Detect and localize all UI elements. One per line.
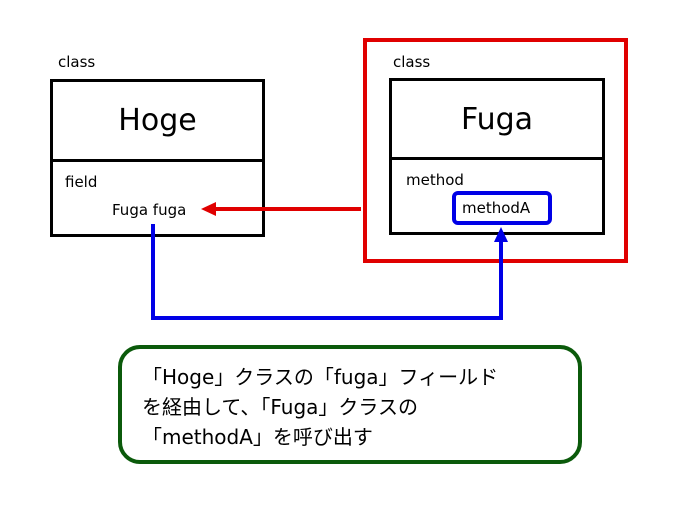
hoge-class-divider: [53, 159, 262, 162]
note-line-2: を経由して、「Fuga」クラスの: [142, 395, 419, 419]
hoge-field-fuga: Fuga fuga: [112, 201, 187, 219]
fuga-method-section-label: method: [406, 171, 464, 189]
hoge-class-name: Hoge: [118, 103, 197, 138]
fuga-highlight-frame: [363, 38, 628, 263]
fuga-class-name: Fuga: [460, 102, 534, 137]
hoge-class-stereotype: class: [58, 53, 96, 71]
fuga-method-methodA: methodA: [462, 199, 531, 217]
fuga-method-highlight: methodA: [452, 191, 552, 225]
note-line-1: 「Hoge」クラスの「fuga」フィールド: [142, 365, 499, 389]
fuga-class-stereotype: class: [393, 53, 431, 71]
hoge-field-section-label: field: [65, 173, 98, 191]
fuga-class-box: Fuga method methodA: [389, 78, 605, 235]
call-arrowhead: [494, 227, 508, 242]
call-arrow-line: [151, 224, 503, 320]
explanation-note: 「Hoge」クラスの「fuga」フィールド を経由して、「Fuga」クラスの 「…: [118, 345, 582, 464]
reference-arrowhead: [201, 202, 216, 216]
note-line-3: 「methodA」を呼び出す: [142, 425, 373, 449]
fuga-class-divider: [392, 157, 602, 160]
